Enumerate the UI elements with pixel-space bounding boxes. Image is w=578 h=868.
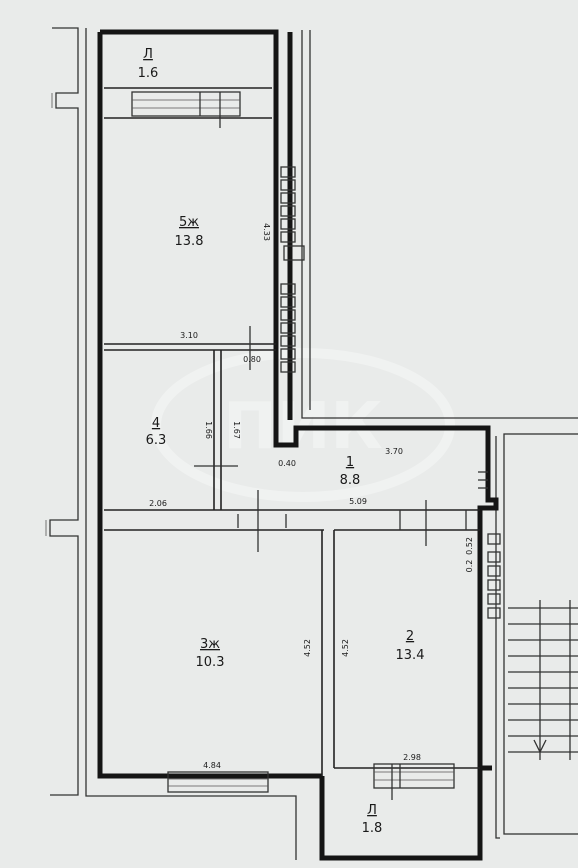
stair-arrow-icon xyxy=(533,739,547,754)
dimension-label: 0.2 xyxy=(465,560,474,573)
dimension-label: 2.98 xyxy=(403,753,421,762)
room-area: 1.8 xyxy=(362,821,383,836)
room-label: Л xyxy=(143,47,153,62)
staircase xyxy=(508,600,578,760)
exterior-facade xyxy=(45,27,297,860)
ventilation-shaft-upper xyxy=(280,166,305,261)
room-label-balcony-bottom: Л 1.8 xyxy=(362,803,383,836)
room-label: 2 xyxy=(406,629,414,644)
dimension-label: 0.40 xyxy=(278,459,296,468)
ventilation-shaft-right xyxy=(487,533,501,619)
dimension-label: 3.70 xyxy=(385,447,403,456)
building-outline xyxy=(301,30,578,839)
dimension-label: 4.84 xyxy=(203,761,221,770)
room-label: 4 xyxy=(152,416,160,431)
room-area: 8.8 xyxy=(340,473,361,488)
room-label-balcony-top: Л 1.6 xyxy=(138,47,159,81)
dimension-label: 1.66 xyxy=(204,421,213,439)
room-label-hall-1: 1 8.8 xyxy=(340,455,361,488)
dimension-label: 2.06 xyxy=(149,499,167,508)
apartment-walls xyxy=(97,29,499,861)
dimension-label: 4.52 xyxy=(341,639,350,657)
doors xyxy=(194,326,488,552)
dimension-label: 5.09 xyxy=(349,497,367,506)
room-label-room-3: 3ж 10.3 xyxy=(196,637,225,670)
room-area: 13.8 xyxy=(175,234,204,249)
ventilation-shaft-lower xyxy=(280,283,296,373)
window-bottom-left xyxy=(167,771,269,793)
room-area: 6.3 xyxy=(146,433,167,448)
room-label-room-4: 4 6.3 xyxy=(146,416,167,448)
watermark: ПИК xyxy=(151,348,455,502)
window-top xyxy=(131,91,241,128)
partitions xyxy=(104,87,480,776)
room-label: 5ж xyxy=(179,215,199,230)
room-label-room-5: 5ж 13.8 xyxy=(175,215,204,249)
room-label: 3ж xyxy=(200,637,220,652)
window-bottom-right xyxy=(373,763,455,800)
dimension-label: 4.52 xyxy=(303,639,312,657)
room-label: Л xyxy=(367,803,377,818)
dimension-labels: 4.33 3.10 0.80 1.66 1.67 2.06 0.40 3.70 … xyxy=(149,223,474,770)
room-area: 1.6 xyxy=(138,66,159,81)
room-label: 1 xyxy=(346,455,354,470)
room-area: 10.3 xyxy=(196,655,225,670)
dimension-label: 4.33 xyxy=(262,223,271,241)
dimension-label: 0.52 xyxy=(465,537,474,555)
room-label-room-2: 2 13.4 xyxy=(396,629,425,663)
dimension-label: 3.10 xyxy=(180,331,198,340)
dimension-label: 0.80 xyxy=(243,355,261,364)
room-area: 13.4 xyxy=(396,648,425,663)
dimension-label: 1.67 xyxy=(232,421,241,439)
